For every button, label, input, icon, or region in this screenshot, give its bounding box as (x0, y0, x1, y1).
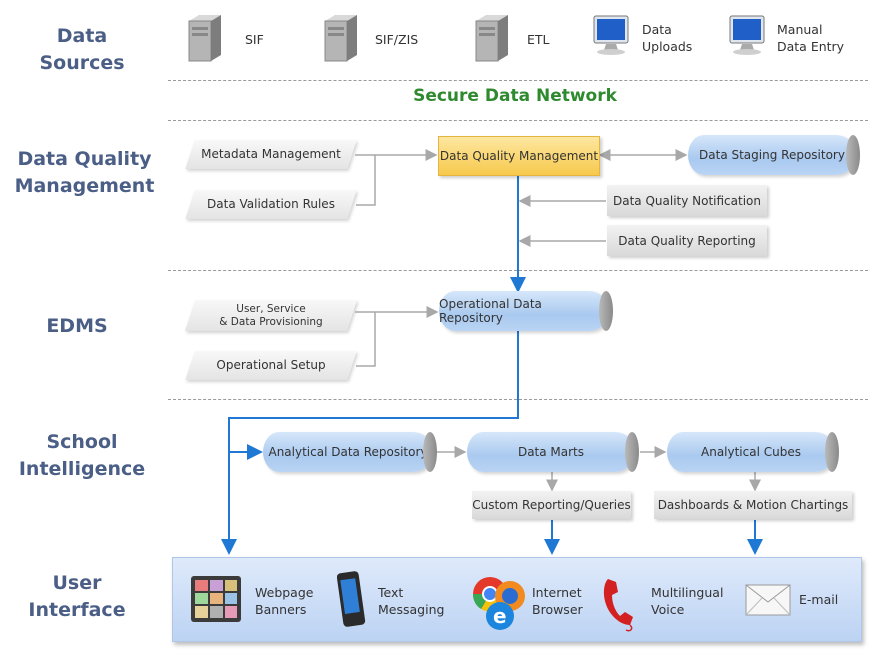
server-icon (475, 15, 508, 62)
lane-label-school-intelligence: School Intelligence (18, 431, 146, 480)
webpage-banners-icon (191, 576, 241, 622)
source-data-uploads-label: Data Uploads (642, 22, 693, 54)
dashboards-motion-chartings-box: Dashboards & Motion Chartings (654, 491, 852, 519)
email-label: E-mail (799, 592, 839, 607)
monitor-icon (593, 15, 629, 55)
metadata-management-box: Metadata Management (190, 140, 352, 169)
envelope-icon (745, 584, 791, 616)
source-manual-data-entry-label: Manual Data Entry (777, 22, 845, 54)
multilingual-voice-label: Multilingual Voice (651, 585, 724, 617)
browser-icons: e (472, 577, 525, 630)
lane-label-user-interface: User Interface (28, 572, 126, 621)
separator-line (168, 80, 868, 81)
source-sif-zis-label: SIF/ZIS (375, 32, 419, 47)
internet-browser-label: Internet Browser (532, 585, 583, 617)
monitor-icon (729, 15, 765, 55)
server-icon (188, 15, 221, 62)
webpage-banners-label: Webpage Banners (255, 585, 314, 617)
custom-reporting-queries-box: Custom Reporting/Queries (472, 491, 631, 519)
svg-text:e: e (493, 604, 507, 628)
operational-data-repository-cylinder: Operational Data Repository (439, 291, 613, 331)
lane-label-data-sources: Data Sources (39, 25, 125, 74)
source-etl-label: ETL (527, 32, 550, 47)
data-quality-reporting-box: Data Quality Reporting (607, 225, 767, 256)
analytical-cubes-cylinder: Analytical Cubes (667, 432, 839, 472)
lane-label-edms: EDMS (46, 315, 108, 337)
data-quality-management-box: Data Quality Management (438, 136, 600, 176)
source-sif-label: SIF (245, 32, 264, 47)
network-title: Secure Data Network (413, 86, 617, 106)
operational-setup-box: Operational Setup (190, 351, 352, 380)
data-staging-repository-cylinder: Data Staging Repository (688, 135, 860, 175)
data-quality-notification-box: Data Quality Notification (607, 185, 767, 216)
data-marts-cylinder: Data Marts (467, 432, 639, 472)
separator-line (168, 120, 868, 121)
telephone-icon (603, 579, 633, 632)
server-icon (324, 15, 357, 62)
data-validation-rules-box: Data Validation Rules (190, 190, 352, 219)
lane-label-data-quality-management: Data Quality Management (14, 148, 155, 197)
mobile-phone-icon (337, 571, 366, 627)
analytical-data-repository-cylinder: Analytical Data Repository (263, 432, 437, 472)
user-service-data-provisioning-box: User, Service & Data Provisioning (190, 300, 352, 331)
text-messaging-label: Text Messaging (378, 585, 445, 617)
